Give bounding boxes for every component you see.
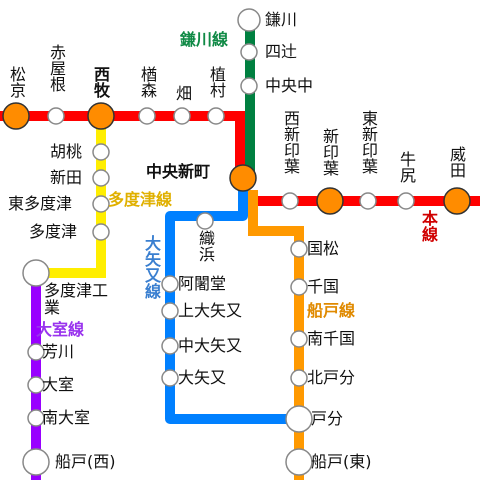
label-nishishininba: 西新印葉 (281, 110, 300, 174)
station-akayane (47, 107, 65, 125)
line-name-omuro: 大室線 (36, 320, 85, 339)
station-kunimatsu (290, 240, 308, 258)
station-chuochu (240, 77, 258, 95)
label-ushijiri: 牛尻 (397, 151, 416, 183)
station-oyamata (161, 369, 179, 387)
main-line-track-west (0, 111, 245, 180)
station-uemura (207, 107, 225, 125)
label-kunimatsu: 国松 (307, 239, 340, 258)
station-kamioyamata (161, 302, 179, 320)
label-kamakawa: 鎌川 (265, 10, 298, 29)
label-hatake: 畑 (173, 85, 192, 101)
line-name-funado: 船戸線 (307, 301, 356, 320)
station-orihama (196, 212, 214, 230)
tadotsu-line-track (36, 116, 106, 278)
label-kitatobun: 北戸分 (307, 368, 356, 387)
station-funado-west (22, 448, 50, 476)
station-chikuni (290, 278, 308, 296)
station-omuro (27, 376, 45, 394)
station-higashishininba (359, 192, 377, 210)
label-higashishininba: 東新印葉 (359, 110, 378, 174)
label-tadotsukogyo: 多度津工業 (44, 281, 109, 317)
station-nishimaki (87, 102, 115, 130)
station-shinden (92, 169, 110, 187)
station-chuoshinmachi (229, 164, 257, 192)
label-shininba: 新印葉 (320, 128, 339, 176)
label-omuro: 大室 (42, 375, 75, 394)
label-funado-east: 船戸(東) (311, 452, 372, 471)
label-chuoshinmachi: 中央新町 (146, 162, 211, 181)
line-name-tadotsu: 多度津線 (108, 190, 173, 209)
label-chikuni: 千国 (307, 277, 340, 296)
station-minamiomuro (27, 409, 45, 427)
label-minamiomuro: 南大室 (42, 408, 91, 427)
label-nishimaki: 西牧 (91, 66, 110, 98)
label-aradodo: 阿闍堂 (178, 274, 227, 293)
station-minamichikuni (290, 330, 308, 348)
station-yotsuji (240, 43, 258, 61)
label-nakaoyamata: 中大矢又 (178, 336, 243, 355)
label-oyamata: 大矢又 (178, 368, 227, 387)
label-iden: 威田 (447, 146, 466, 178)
line-name-kamakawa: 鎌川線 (180, 30, 229, 49)
line-name-yanagata: 大矢又線 (142, 235, 161, 299)
station-kamakawa (237, 8, 261, 32)
label-matsukyo: 松京 (7, 66, 26, 98)
station-kotou (92, 143, 110, 161)
station-funado-east (285, 448, 313, 476)
yanagata-line-track (165, 180, 299, 424)
label-uemura: 植村 (207, 66, 226, 98)
label-higashitadotsu: 東多度津 (8, 194, 73, 213)
station-tadotsu (92, 223, 110, 241)
station-nishishininba (281, 192, 299, 210)
label-shinden: 新田 (50, 168, 83, 187)
station-hatake (173, 107, 191, 125)
station-masumori (138, 107, 156, 125)
station-yoshikawa (27, 343, 45, 361)
label-kamioyamata: 上大矢又 (178, 301, 243, 320)
station-shininba (316, 187, 344, 215)
station-aradodo (161, 275, 179, 293)
station-iden (443, 187, 471, 215)
station-tadotsukogyo (22, 259, 50, 287)
label-orihama: 織浜 (196, 230, 215, 262)
label-kotou: 胡桃 (50, 142, 83, 161)
station-kitatobun (290, 369, 308, 387)
station-matsukyo (2, 102, 30, 130)
line-name-main: 本線 (419, 210, 438, 242)
label-akayane: 赤屋根 (47, 44, 66, 92)
label-tobun: 戸分 (311, 409, 344, 428)
label-minamichikuni: 南千国 (307, 329, 356, 348)
label-funado-west: 船戸(西) (55, 452, 116, 471)
label-tadotsu: 多度津 (29, 222, 78, 241)
station-nakaoyamata (161, 337, 179, 355)
funado-line-track (248, 190, 304, 480)
label-yotsuji: 四辻 (265, 42, 298, 61)
label-yoshikawa: 芳川 (42, 342, 75, 361)
label-chuochu: 中央中 (265, 76, 314, 95)
station-ushijiri (397, 192, 415, 210)
label-masumori: 楢森 (138, 66, 157, 98)
station-higashitadotsu (92, 195, 110, 213)
station-tobun (285, 405, 313, 433)
